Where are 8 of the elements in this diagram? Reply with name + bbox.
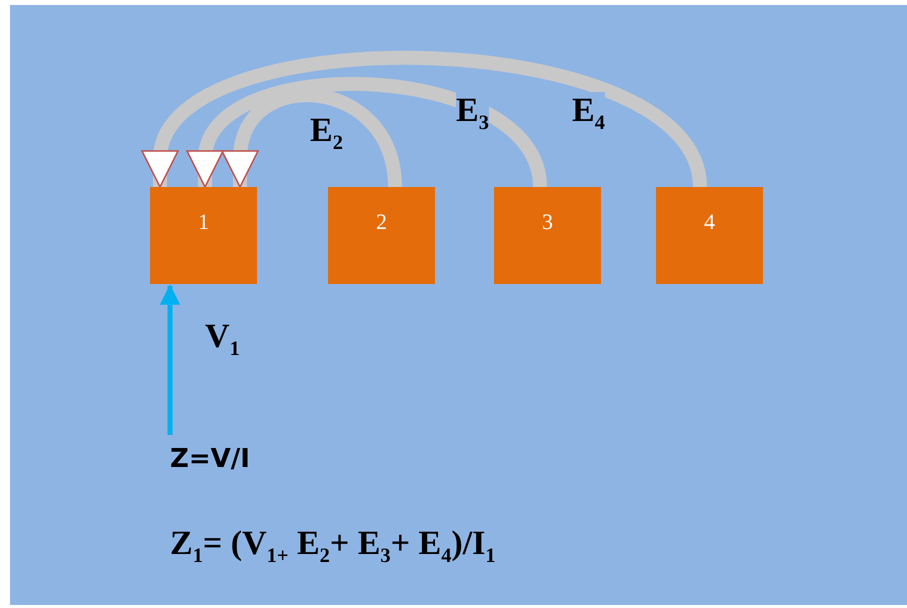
curved-arrow	[141, 51, 707, 189]
arrow	[160, 285, 180, 435]
curved-arrow	[186, 78, 547, 189]
curved-arrow	[221, 88, 402, 188]
numbered-box: 1	[150, 187, 257, 284]
numbered-box: 2	[328, 187, 435, 284]
numbered-box: 3	[494, 187, 601, 284]
numbered-box: 4	[656, 187, 763, 284]
